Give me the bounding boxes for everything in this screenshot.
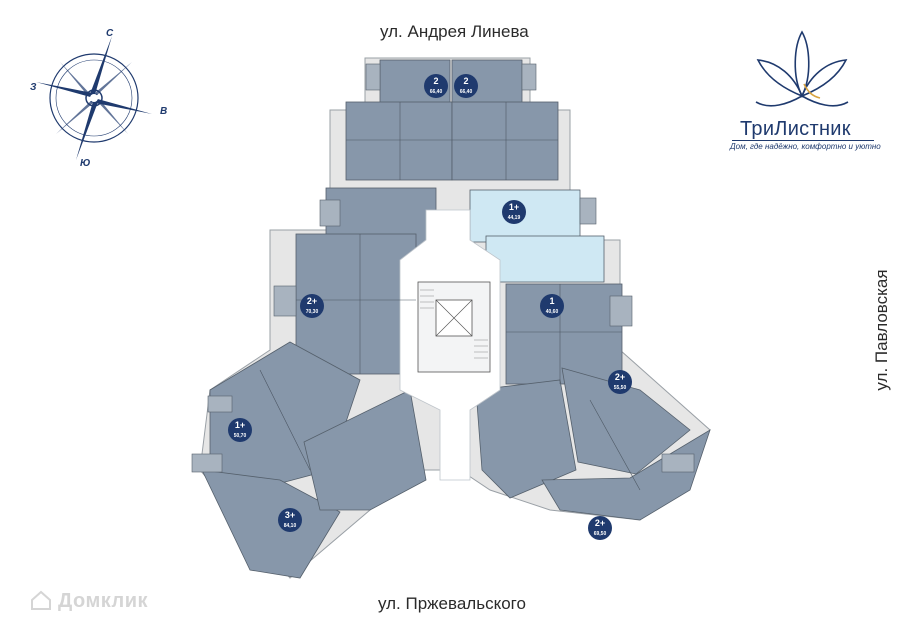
badge-area: 66,40 xyxy=(430,89,443,95)
logo-tagline: Дом, где надёжно, комфортно и уютно xyxy=(730,142,881,151)
apartment-block-upper-right xyxy=(451,101,559,181)
badge-rooms: 2+ xyxy=(307,296,317,306)
compass-rose: С В Ю З xyxy=(28,26,178,176)
house-watermark-icon xyxy=(31,590,51,610)
badge-rooms: 2+ xyxy=(595,518,605,528)
floor-plan: 2 66,40 2 66,40 1+ 44,19 2+ 70,30 1 40,6… xyxy=(170,50,730,590)
badge-rooms: 2+ xyxy=(615,372,625,382)
badge-rooms: 2 xyxy=(433,76,438,86)
apartment-block-lower-right-3 xyxy=(541,429,711,521)
apartment-badge-6: 1+ 50,70 xyxy=(228,418,252,442)
compass-north: С xyxy=(106,28,114,39)
apartment-block-right-1 xyxy=(505,283,623,385)
badge-area: 69,50 xyxy=(594,531,607,537)
street-label-top: ул. Андрея Линева xyxy=(380,22,529,41)
badge-area: 66,40 xyxy=(460,89,473,95)
compass-icon xyxy=(36,36,152,160)
trefoil-logo-icon xyxy=(755,30,849,107)
apartment-badge-2: 2 66,40 xyxy=(454,74,478,98)
street-label-bottom: ул. Пржевальского xyxy=(378,594,526,613)
apartment-badge-3: 1+ 44,19 xyxy=(502,200,526,224)
apartment-badge-4: 2+ 70,30 xyxy=(300,294,324,318)
logo-name: ТриЛистник xyxy=(740,118,851,140)
apartment-block-lower-left-2 xyxy=(201,469,341,579)
badge-rooms: 1 xyxy=(549,296,554,306)
street-label-right: ул. Павловская xyxy=(872,269,891,391)
badge-rooms: 3+ xyxy=(285,510,295,520)
apartment-badge-7: 2+ 55,50 xyxy=(608,370,632,394)
badge-rooms: 1+ xyxy=(235,420,245,430)
badge-area: 40,60 xyxy=(546,309,559,315)
badge-area: 44,19 xyxy=(508,215,521,221)
apartment-highlight-2 xyxy=(485,235,605,283)
logo-underline xyxy=(732,140,874,141)
badge-rooms: 1+ xyxy=(509,202,519,212)
apartment-badge-1: 2 66,40 xyxy=(424,74,448,98)
apartment-badge-9: 2+ 69,50 xyxy=(588,516,612,540)
apartment-block-upper-left xyxy=(345,101,453,181)
badge-rooms: 2 xyxy=(463,76,468,86)
badge-area: 84,10 xyxy=(284,523,297,529)
badge-area: 50,70 xyxy=(234,433,247,439)
apartment-badge-8: 3+ 84,10 xyxy=(278,508,302,532)
building-core xyxy=(399,209,501,481)
compass-west: З xyxy=(30,82,37,93)
badge-area: 70,30 xyxy=(306,309,319,315)
apartment-block-lower-left-3 xyxy=(303,389,427,511)
logo xyxy=(722,26,882,156)
badge-area: 55,50 xyxy=(614,385,627,391)
apartment-badge-5: 1 40,60 xyxy=(540,294,564,318)
apartment-badges: 2 66,40 2 66,40 1+ 44,19 2+ 70,30 1 40,6… xyxy=(228,74,632,540)
compass-south: Ю xyxy=(80,158,91,169)
apartment-block-lower-right-1 xyxy=(475,379,577,499)
watermark: Домклик xyxy=(58,590,149,612)
floor-plan-drawing xyxy=(191,57,711,579)
compass-east: В xyxy=(160,106,168,117)
